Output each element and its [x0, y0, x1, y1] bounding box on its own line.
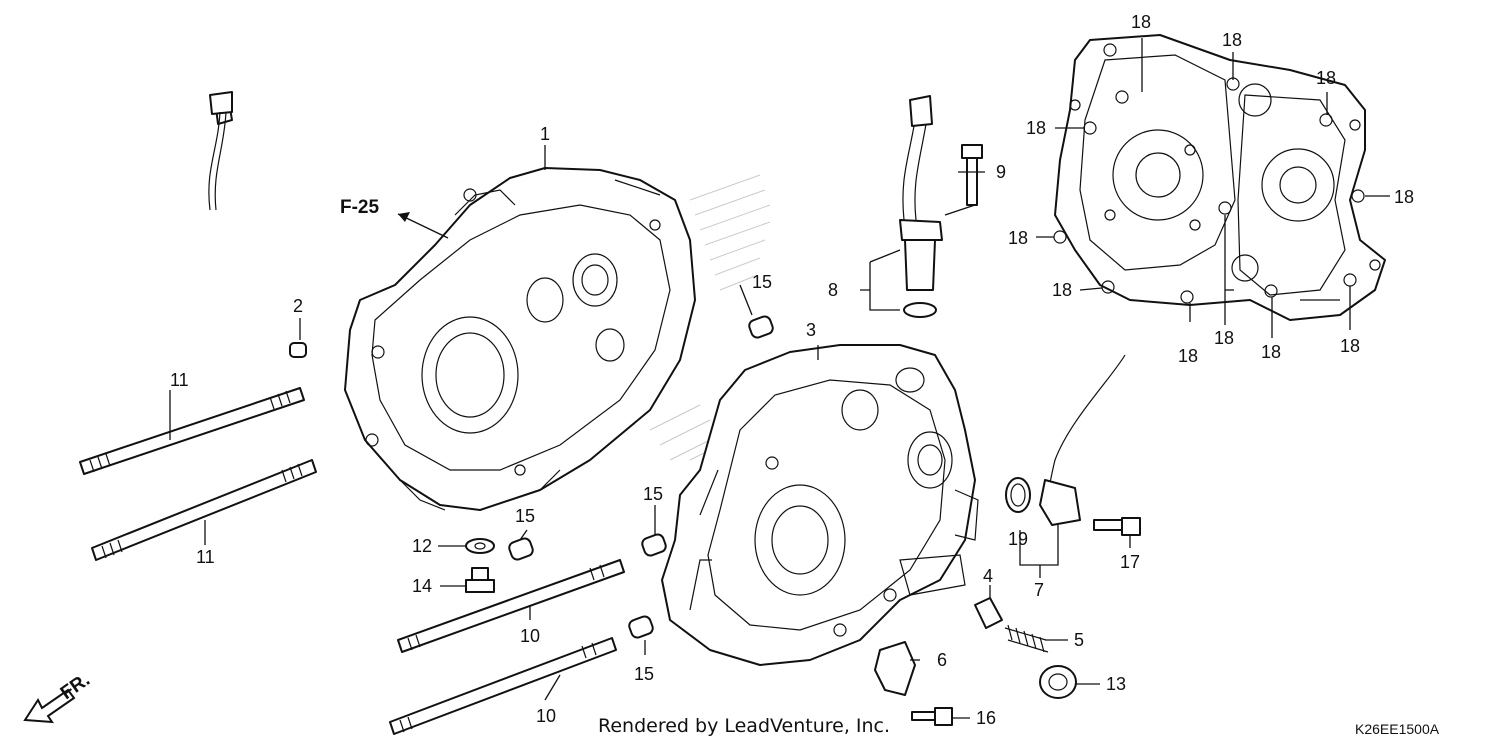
callout-11-upper[interactable]: 11	[170, 370, 189, 390]
stud-bolt-10-lower[interactable]	[389, 637, 617, 735]
sensor-8[interactable]	[208, 91, 943, 318]
callout-18-c[interactable]: 18	[1316, 68, 1336, 88]
stud-bolt-11-upper[interactable]	[79, 387, 305, 475]
diagram-code: K26EE1500A	[1355, 721, 1440, 737]
oil-seal-13[interactable]	[1039, 665, 1077, 699]
part-2-pin[interactable]	[289, 342, 307, 358]
left-crankcase[interactable]	[344, 167, 696, 511]
callout-18-b[interactable]: 18	[1222, 30, 1242, 50]
callout-18-j[interactable]: 18	[1261, 342, 1281, 362]
callout-1[interactable]: 1	[540, 124, 550, 144]
callout-10-lower[interactable]: 10	[536, 706, 556, 726]
stud-bolt-11-lower[interactable]	[91, 459, 317, 561]
callout-18-f[interactable]: 18	[1008, 228, 1028, 248]
reference-f25-label: F-25	[340, 197, 380, 218]
callout-18-g[interactable]: 18	[1052, 280, 1072, 300]
render-credit: Rendered by LeadVenture, Inc.	[598, 715, 890, 737]
callout-15-c[interactable]: 15	[643, 484, 663, 504]
right-crankcase[interactable]	[661, 344, 979, 666]
washer-12[interactable]	[465, 538, 495, 554]
callout-16[interactable]: 16	[976, 708, 996, 728]
dowel-pin-15-d[interactable]	[628, 615, 655, 639]
crankcase-gasket[interactable]	[1053, 34, 1386, 321]
callout-6[interactable]: 6	[937, 650, 947, 670]
callout-10-upper[interactable]: 10	[520, 626, 540, 646]
switch-7[interactable]	[1039, 354, 1126, 526]
callout-labels: 1 2 11 11 15 3 8 9 15 12 14 10 10 15 15 …	[170, 12, 1414, 728]
front-direction-indicator: FR.	[23, 669, 94, 724]
callout-18-d[interactable]: 18	[1026, 118, 1046, 138]
callout-3[interactable]: 3	[806, 320, 816, 340]
callout-14[interactable]: 14	[412, 576, 432, 596]
arrow-icon	[398, 212, 410, 222]
bolt-9[interactable]	[961, 144, 983, 206]
callout-19[interactable]: 19	[1008, 529, 1028, 549]
callout-4[interactable]: 4	[983, 566, 993, 586]
dowel-pin-15-a[interactable]	[748, 315, 775, 339]
callout-8[interactable]: 8	[828, 280, 838, 300]
front-arrow-icon	[23, 688, 76, 724]
part-4-plunger[interactable]	[974, 597, 1003, 629]
bolt-16[interactable]	[911, 707, 953, 726]
callout-15-d[interactable]: 15	[634, 664, 654, 684]
o-ring-19[interactable]	[1005, 477, 1031, 513]
callout-12[interactable]: 12	[412, 536, 432, 556]
callout-2[interactable]: 2	[293, 296, 303, 316]
callout-18-e[interactable]: 18	[1394, 187, 1414, 207]
callout-5[interactable]: 5	[1074, 630, 1084, 650]
reference-f25[interactable]: F-25	[340, 197, 449, 239]
callout-7[interactable]: 7	[1034, 580, 1044, 600]
dowel-pin-15-b[interactable]	[508, 537, 535, 561]
callout-17[interactable]: 17	[1120, 552, 1140, 572]
plate-6[interactable]	[874, 641, 916, 696]
watermark-hatch	[649, 174, 771, 461]
stud-bolt-10-upper[interactable]	[397, 559, 625, 653]
callout-15-a[interactable]: 15	[752, 272, 772, 292]
callout-18-i[interactable]: 18	[1178, 346, 1198, 366]
dowel-pin-15-c[interactable]	[641, 533, 668, 557]
leader-lines	[169, 38, 1390, 719]
drain-bolt-14[interactable]	[465, 567, 495, 593]
callout-13[interactable]: 13	[1106, 674, 1126, 694]
callout-9[interactable]: 9	[996, 162, 1006, 182]
gasket-bolt-holes	[1053, 43, 1381, 304]
callout-18-a[interactable]: 18	[1131, 12, 1151, 32]
callout-11-lower[interactable]: 11	[196, 547, 215, 567]
spring-5[interactable]	[1004, 624, 1049, 653]
callout-15-b[interactable]: 15	[515, 506, 535, 526]
callout-18-k[interactable]: 18	[1340, 336, 1360, 356]
bolt-17[interactable]	[1093, 517, 1141, 536]
callout-18-h[interactable]: 18	[1214, 328, 1234, 348]
